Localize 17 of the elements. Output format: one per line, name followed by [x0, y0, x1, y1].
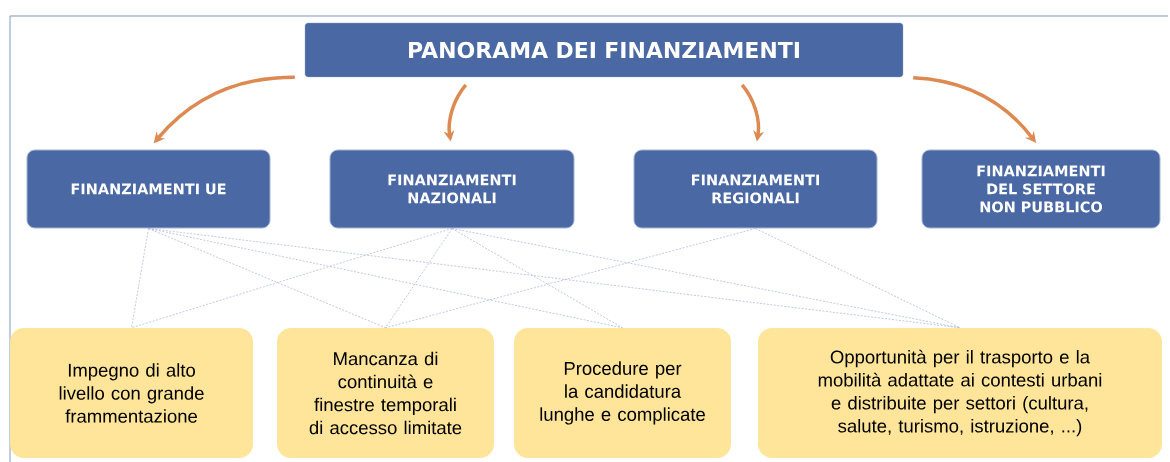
category-box: FINANZIAMENTI REGIONALI: [633, 149, 878, 229]
category-box: FINANZIAMENTI DEL SETTORE NON PUBBLICO: [921, 149, 1161, 229]
connector-line: [451, 228, 623, 329]
connector-line: [385, 228, 756, 329]
issue-box: Impegno di alto livello con grande frammentazione: [10, 328, 253, 458]
category-box: FINANZIAMENTI UE: [26, 149, 271, 229]
title-box: PANORAMA DEI FINANZIAMENTI: [304, 22, 904, 78]
issue-box: Mancanza di continuità e finestre temporali di accesso limitate: [277, 328, 494, 458]
issue-box: Opportunità per il trasporto e la mobilità adattate ai contesti urbani e distribuite per settori (cultura, salute, turismo, istruzione, ...): [758, 328, 1162, 458]
connector-line: [131, 228, 453, 329]
connector-line: [148, 228, 386, 329]
issue-box: Procedure per la candidatura lunghe e complicate: [514, 328, 731, 458]
connector-line: [385, 228, 453, 329]
connector-line: [755, 228, 961, 329]
connector-line: [131, 228, 149, 329]
connector-line: [451, 228, 961, 329]
category-box: FINANZIAMENTI NAZIONALI: [329, 149, 575, 229]
